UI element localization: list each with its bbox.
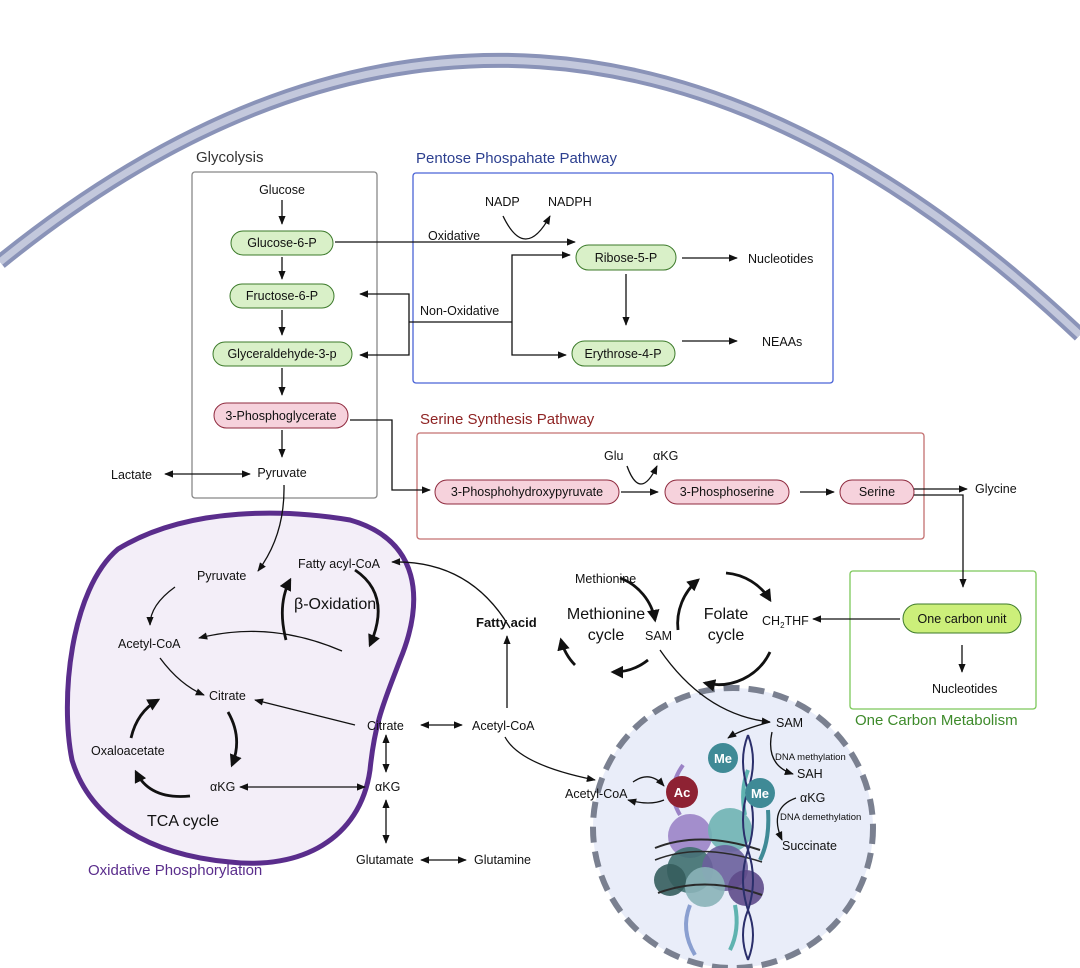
oxaloacetate-label: Oxaloacetate bbox=[91, 744, 165, 758]
nucleus-acetyl-coa-label: Acetyl-CoA bbox=[565, 787, 628, 801]
cytosol-akg-label: αKG bbox=[375, 780, 400, 794]
3-phosphoglycerate-label: 3-Phosphoglycerate bbox=[225, 409, 336, 423]
folate-cycle-arrows bbox=[676, 571, 772, 692]
lactate-label: Lactate bbox=[111, 468, 152, 482]
serine-title: Serine Synthesis Pathway bbox=[420, 411, 595, 428]
non-oxidative-label: Non-Oxidative bbox=[420, 304, 499, 318]
3-phosphoserine-label: 3-Phosphoserine bbox=[680, 485, 775, 499]
erythrose-4-p-pill bbox=[571, 340, 676, 367]
acetyl-tag-label: Ac bbox=[674, 785, 691, 800]
fructose-6-p-label: Fructose-6-P bbox=[246, 289, 318, 303]
mito-akg-label: αKG bbox=[210, 780, 235, 794]
nadph-label: NADPH bbox=[548, 195, 592, 209]
serine-box bbox=[416, 432, 925, 540]
serine-label: Serine bbox=[859, 485, 895, 499]
glucose-6-p-pill bbox=[230, 230, 334, 256]
methyl-tag-top-label: Me bbox=[714, 751, 732, 766]
mito-acetyl-coa-label: Acetyl-CoA bbox=[118, 637, 181, 651]
3-phosphoglycerate-pill bbox=[213, 402, 349, 429]
one-carbon-nucleotides-label: Nucleotides bbox=[932, 682, 997, 696]
methionine-cycle-label-1: Methionine bbox=[567, 606, 645, 623]
glucose-label: Glucose bbox=[259, 183, 305, 197]
glyceraldehyde-3-p-label: Glyceraldehyde-3-p bbox=[227, 347, 336, 361]
methionine-cycle-arrows bbox=[557, 576, 660, 679]
histone-nucleosome bbox=[654, 763, 771, 957]
pyruvate-label: Pyruvate bbox=[257, 466, 306, 480]
ppp-box bbox=[412, 172, 834, 384]
dna-methylation-label: DNA methylation bbox=[775, 752, 846, 763]
erythrose-4-p-label: Erythrose-4-P bbox=[584, 347, 661, 361]
methionine-label: Methionine bbox=[575, 572, 636, 586]
one-carbon-unit-pill bbox=[902, 603, 1022, 634]
tca-cycle-arrows bbox=[129, 698, 242, 798]
glycolysis-box bbox=[191, 171, 378, 499]
acetyl-tag bbox=[666, 776, 698, 808]
beta-oxidation-label: β-Oxidation bbox=[294, 596, 376, 613]
glyceraldehyde-3-p-pill bbox=[212, 341, 353, 367]
glutamate-label: Glutamate bbox=[356, 853, 414, 867]
glycine-label: Glycine bbox=[975, 482, 1017, 496]
dna-strand bbox=[742, 734, 754, 961]
fatty-acyl-coa-label: Fatty acyl-CoA bbox=[298, 557, 381, 571]
neaas-label: NEAAs bbox=[762, 335, 802, 349]
glucose-6-p-label: Glucose-6-P bbox=[247, 236, 316, 250]
folate-cycle-label-1: Folate bbox=[704, 606, 749, 623]
dna-demethylation-label: DNA demethylation bbox=[780, 812, 861, 823]
ppp-title: Pentose Phospahate Pathway bbox=[416, 150, 617, 167]
one-carbon-title: One Carbon Metabolism bbox=[855, 712, 1018, 729]
glu-label: Glu bbox=[604, 449, 624, 463]
methionine-cycle-label-2: cycle bbox=[588, 627, 625, 644]
mitochondrion bbox=[64, 510, 417, 866]
ch2thf-label: CH2THF bbox=[762, 614, 809, 630]
glycolysis-title: Glycolysis bbox=[196, 149, 264, 166]
ribose-5-p-label: Ribose-5-P bbox=[595, 251, 658, 265]
3-phosphoserine-pill bbox=[664, 479, 790, 505]
tca-cycle-label: TCA cycle bbox=[147, 813, 219, 830]
serine-pill bbox=[839, 479, 915, 505]
nucleus-sam-label: SAM bbox=[776, 716, 803, 730]
glutamine-label: Glutamine bbox=[474, 853, 531, 867]
cytosol-acetyl-coa-label: Acetyl-CoA bbox=[472, 719, 535, 733]
methyl-tag-top bbox=[708, 743, 738, 773]
one-carbon-unit-label: One carbon unit bbox=[918, 612, 1007, 626]
sah-label: SAH bbox=[797, 767, 823, 781]
3-phosphohydroxypyruvate-pill bbox=[434, 479, 620, 505]
cytosol-citrate-label: Citrate bbox=[367, 719, 404, 733]
ppp-nucleotides-label: Nucleotides bbox=[748, 252, 813, 266]
oxphos-title: Oxidative Phosphorylation bbox=[88, 862, 262, 879]
fatty-acid-label: Fatty acid bbox=[476, 615, 537, 630]
nadp-label: NADP bbox=[485, 195, 520, 209]
serine-akg-label: αKG bbox=[653, 449, 678, 463]
methyl-tag-right-label: Me bbox=[751, 786, 769, 801]
3-phosphohydroxypyruvate-label: 3-Phosphohydroxypyruvate bbox=[451, 485, 603, 499]
fructose-6-p-pill bbox=[229, 283, 335, 309]
succinate-label: Succinate bbox=[782, 839, 837, 853]
methyl-tag-right bbox=[745, 778, 775, 808]
ribose-5-p-pill bbox=[575, 244, 677, 271]
mito-citrate-label: Citrate bbox=[209, 689, 246, 703]
folate-cycle-label-2: cycle bbox=[708, 627, 745, 644]
mito-pyruvate-label: Pyruvate bbox=[197, 569, 246, 583]
sam-label-cycle: SAM bbox=[645, 629, 672, 643]
one-carbon-box bbox=[849, 570, 1037, 710]
nucleus-akg-label: αKG bbox=[800, 791, 825, 805]
oxidative-label: Oxidative bbox=[428, 229, 480, 243]
cell-membrane bbox=[0, 52, 1080, 341]
